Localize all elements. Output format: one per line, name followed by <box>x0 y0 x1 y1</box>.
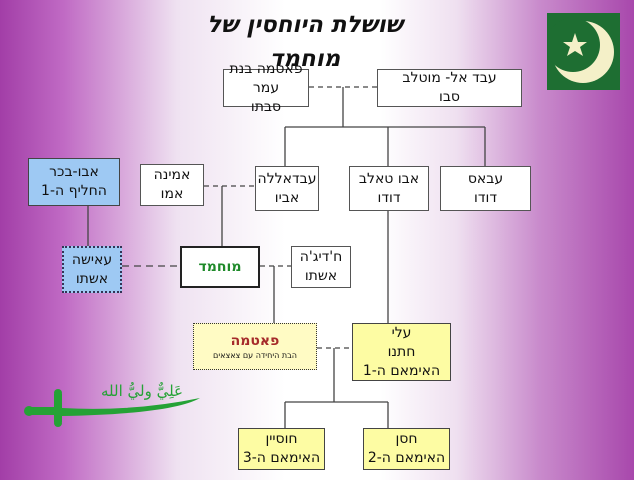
node-role: החליף ה-1 <box>41 183 107 199</box>
node-name: חוסיין <box>265 431 298 447</box>
node-name: אמינה <box>153 167 191 183</box>
node-name: עבדאללה <box>257 170 317 187</box>
node-name: אבו טאלב <box>358 170 420 187</box>
sword-icon: عَلِيٌّ وليُّ الله <box>22 376 204 440</box>
node-name: מוחמד <box>198 258 242 275</box>
node-role: אביו <box>274 189 300 206</box>
node-role: דודו <box>474 189 497 206</box>
node-hasan: חסן האימאם ה-2 <box>363 428 450 470</box>
node-role: חתנו <box>387 343 416 360</box>
node-abu-talib: אבו טאלב דודו <box>349 166 429 211</box>
node-abd-al-muttalib: עבד אל- מוטלב סבו <box>377 69 522 107</box>
node-abdallah: עבדאללה אביו <box>255 166 319 211</box>
node-abbas: עבאס דודו <box>440 166 531 211</box>
node-title: האימאם ה-3 <box>242 450 321 466</box>
node-name: אבו-בכר <box>49 164 99 180</box>
node-name: עלי <box>391 324 412 341</box>
node-role: דודו <box>377 189 401 206</box>
node-aisha: עאישה אשתו <box>62 246 122 293</box>
node-name: ח'דיג'ה <box>299 249 343 265</box>
page-title: שושלת היוחסין של מוחמד <box>207 12 403 72</box>
crescent-star-icon <box>546 13 620 90</box>
node-amina: אמינה אמו <box>140 164 204 206</box>
node-role: סבתו <box>250 98 282 115</box>
node-husayn: חוסיין האימאם ה-3 <box>238 428 325 470</box>
node-name: עבד אל- מוטלב <box>402 70 497 86</box>
node-role: אמו <box>160 186 184 202</box>
node-abu-bakr: אבו-בכר החליף ה-1 <box>28 158 120 206</box>
node-name: פאטמה <box>230 333 280 349</box>
node-role: הבת היחידה עם צאצאים <box>213 351 297 360</box>
node-role: אשתו <box>304 268 338 284</box>
node-role: אשתו <box>75 270 109 287</box>
node-name: פאטמה בנת עמר <box>229 60 303 96</box>
node-fatima: פאטמה הבת היחידה עם צאצאים <box>193 323 317 370</box>
node-muhammad: מוחמד <box>180 246 260 288</box>
node-role: סבו <box>439 89 460 105</box>
node-name: עבאס <box>467 170 504 187</box>
node-name: עאישה <box>71 251 113 268</box>
node-name: חסן <box>395 431 418 447</box>
node-ali: עלי חתנו האימאם ה-1 <box>352 323 451 381</box>
node-title: האימאם ה-1 <box>362 362 441 379</box>
node-title: האימאם ה-2 <box>367 450 446 466</box>
sword-calligraphy: عَلِيٌّ وليُّ الله <box>101 381 183 401</box>
node-khadija: ח'דיג'ה אשתו <box>291 246 351 288</box>
node-fatima-bint-amr: פאטמה בנת עמר סבתו <box>223 61 309 115</box>
